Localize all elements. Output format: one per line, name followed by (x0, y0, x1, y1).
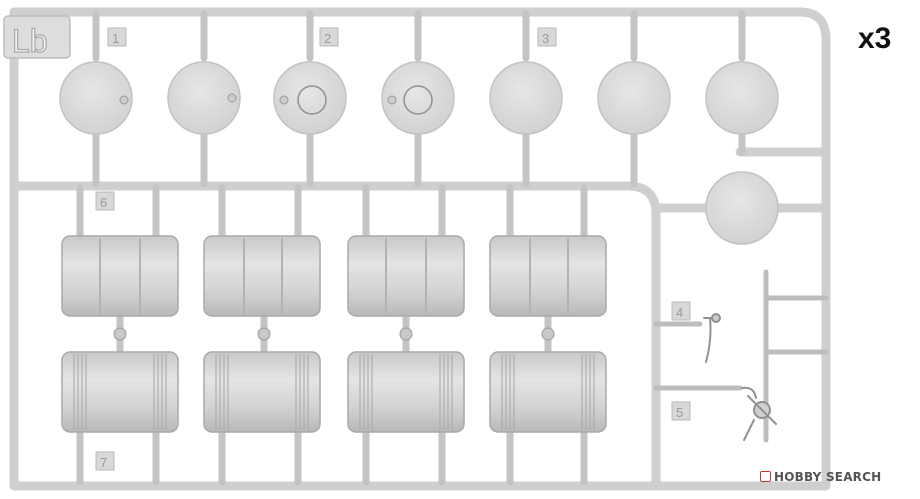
lid-7 (705, 61, 779, 135)
watermark-text: HOBBY SEARCH (774, 470, 882, 484)
lid-2 (167, 61, 241, 135)
lid-1 (59, 61, 133, 135)
part-number-plates (95, 27, 691, 471)
lid-8 (705, 171, 779, 245)
lid-3 (273, 61, 347, 135)
drum-lids (59, 61, 779, 245)
lid-5 (489, 61, 563, 135)
sprue-frame (9, 7, 831, 491)
drum-ribs (73, 354, 595, 430)
drum-gates (76, 184, 588, 486)
quantity-label: x3 (858, 22, 892, 55)
nozzle-and-valve (703, 313, 777, 441)
sprue-id-tag (3, 15, 71, 59)
drum-halves-ribbed (61, 351, 607, 433)
watermark: HOBBY SEARCH (760, 470, 881, 484)
lid-gates (92, 10, 746, 188)
lid-4 (381, 61, 455, 135)
hobby-search-logo-icon (760, 471, 771, 482)
lid-6 (597, 61, 671, 135)
drum-halves-smooth (61, 235, 607, 317)
drum-hoops-smooth (99, 238, 569, 314)
drum-connector-beads (113, 327, 555, 341)
small-parts (653, 269, 829, 443)
